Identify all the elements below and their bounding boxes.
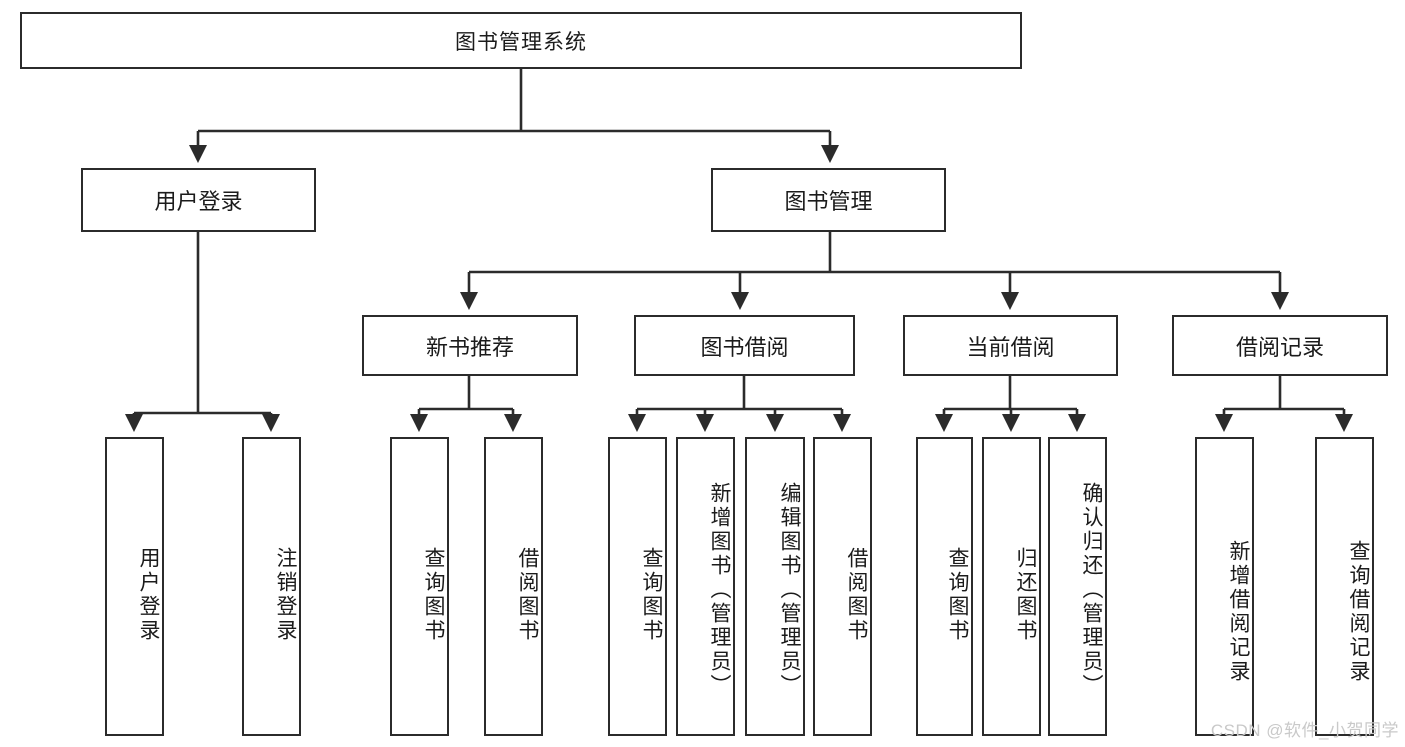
node-user-login[interactable]: 用户登录 [81, 168, 316, 232]
node-leaf-borrow-book-rec-label: 借阅图书 [516, 546, 539, 643]
node-leaf-return-book[interactable]: 归还图书 [982, 437, 1041, 736]
node-book-borrow[interactable]: 图书借阅 [634, 315, 855, 376]
node-user-login-label: 用户登录 [154, 189, 243, 214]
node-leaf-query-record[interactable]: 查询借阅记录 [1315, 437, 1374, 736]
node-leaf-query-book-rec-label: 查询图书 [422, 546, 445, 643]
node-leaf-query-book-bor[interactable]: 查询图书 [608, 437, 667, 736]
node-book-manage-label: 图书管理 [784, 189, 873, 214]
node-borrow-record[interactable]: 借阅记录 [1172, 315, 1388, 376]
node-leaf-borrow-book-bor-label: 借阅图书 [845, 546, 868, 643]
node-leaf-query-book-bor-label: 查询图书 [640, 546, 663, 643]
node-leaf-add-book-admin-label: 新增图书（管理员） [708, 481, 731, 698]
node-leaf-borrow-book-rec[interactable]: 借阅图书 [484, 437, 543, 736]
node-leaf-add-record[interactable]: 新增借阅记录 [1195, 437, 1254, 736]
node-leaf-query-book-rec[interactable]: 查询图书 [390, 437, 449, 736]
node-leaf-add-record-label: 新增借阅记录 [1227, 539, 1250, 684]
node-leaf-confirm-return-label: 确认归还（管理员） [1080, 481, 1103, 698]
node-leaf-logout[interactable]: 注销登录 [242, 437, 301, 736]
node-leaf-user-login[interactable]: 用户登录 [105, 437, 164, 736]
node-leaf-logout-label: 注销登录 [274, 546, 297, 643]
node-leaf-edit-book-admin[interactable]: 编辑图书（管理员） [745, 437, 805, 736]
node-leaf-query-book-cur-label: 查询图书 [946, 546, 969, 643]
node-leaf-query-record-label: 查询借阅记录 [1347, 539, 1370, 684]
node-leaf-user-login-label: 用户登录 [137, 546, 160, 643]
node-borrow-record-label: 借阅记录 [1235, 334, 1324, 360]
node-root-label: 图书管理系统 [455, 30, 587, 54]
node-leaf-confirm-return[interactable]: 确认归还（管理员） [1048, 437, 1107, 736]
node-leaf-add-book-admin[interactable]: 新增图书（管理员） [676, 437, 735, 736]
node-leaf-return-book-label: 归还图书 [1014, 546, 1037, 643]
node-book-manage[interactable]: 图书管理 [711, 168, 946, 232]
node-current-borrow-label: 当前借阅 [966, 334, 1055, 360]
watermark: CSDN @软件_小贺同学 [1210, 721, 1399, 740]
node-leaf-edit-book-admin-label: 编辑图书（管理员） [778, 481, 801, 698]
node-leaf-borrow-book-bor[interactable]: 借阅图书 [813, 437, 872, 736]
node-new-book-recommend-label: 新书推荐 [425, 334, 514, 360]
node-book-borrow-label: 图书借阅 [700, 334, 789, 360]
node-new-book-recommend[interactable]: 新书推荐 [362, 315, 578, 376]
node-leaf-query-book-cur[interactable]: 查询图书 [916, 437, 973, 736]
node-root[interactable]: 图书管理系统 [20, 12, 1022, 69]
node-current-borrow[interactable]: 当前借阅 [903, 315, 1118, 376]
